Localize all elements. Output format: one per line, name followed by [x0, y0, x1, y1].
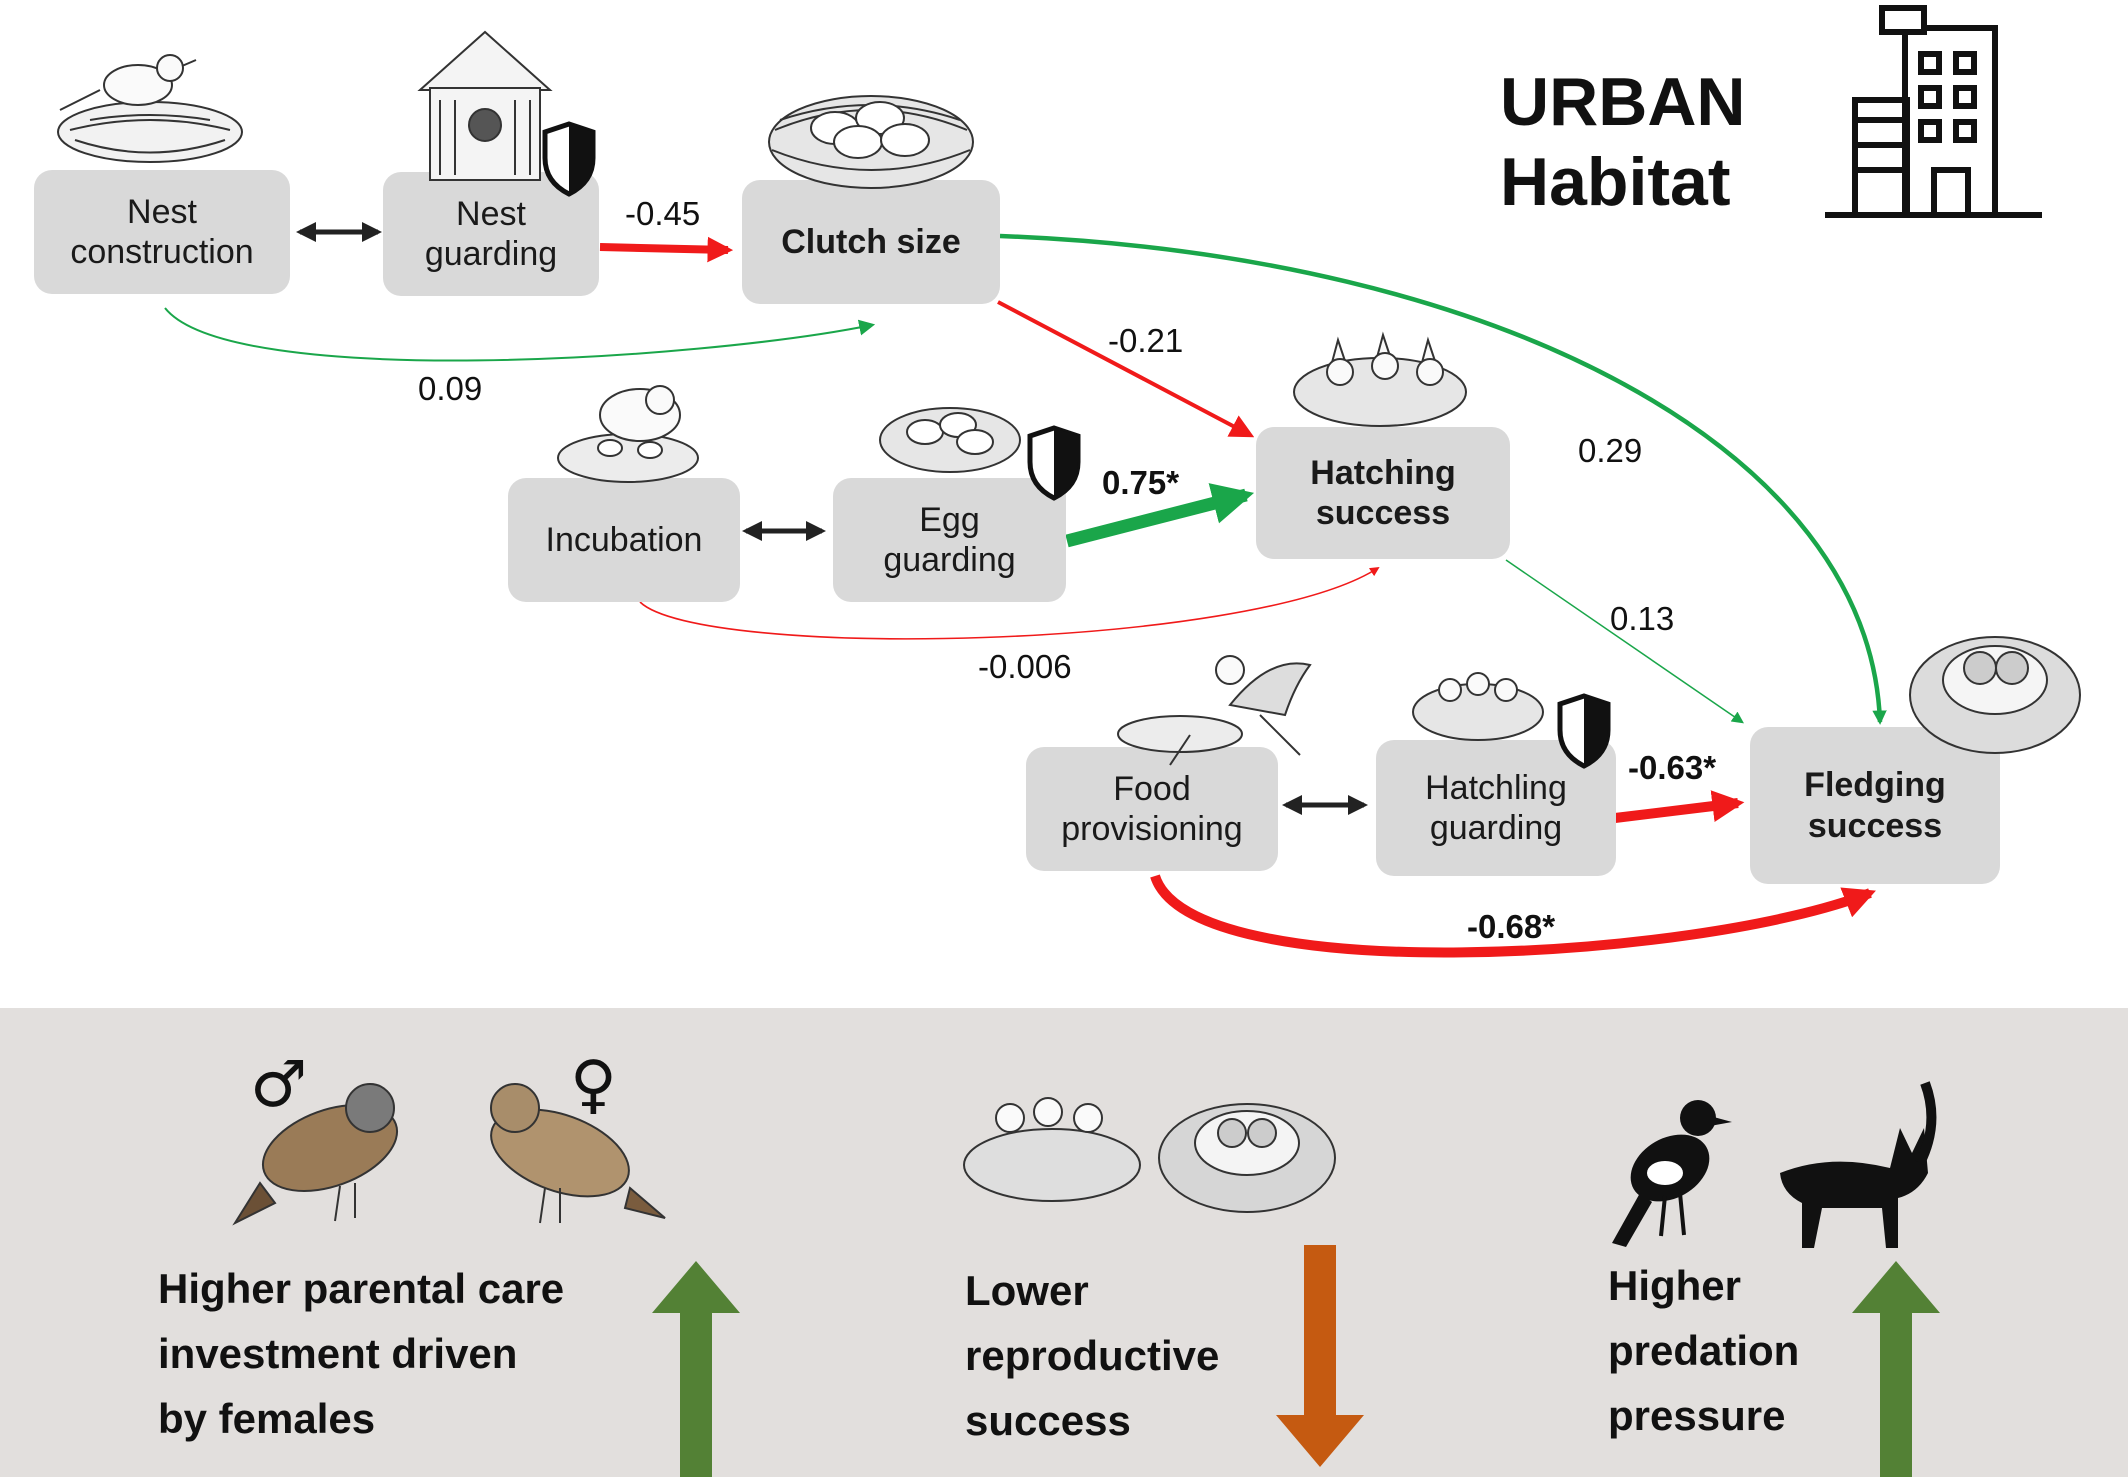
edge-nestguard-clutch — [599, 236, 734, 263]
edge-clutch-hatching — [997, 300, 1255, 438]
edge-hatching-fledging — [1505, 559, 1744, 724]
egg-nest-small-icon — [879, 407, 1021, 473]
cat-icon — [1780, 1081, 1937, 1248]
shield-icon-egg — [1027, 425, 1081, 501]
edge-label-nestconstr-clutch: 0.09 — [418, 370, 483, 407]
edges-layer — [164, 222, 1887, 958]
edge-label-eggguard-hatching: 0.75* — [1102, 464, 1180, 501]
parental-care-text: Higher parental care investment driven b… — [158, 1265, 565, 1443]
edge-eggguard-hatching — [1065, 483, 1255, 548]
edge-label-incubation-hatching: -0.006 — [978, 648, 1072, 685]
male-sparrow-icon — [232, 1083, 399, 1226]
edge-label-food-fledging: -0.68* — [1467, 908, 1556, 945]
edge-label-hatching-fledging: 0.13 — [1610, 600, 1675, 637]
egg-nest-icon — [768, 95, 974, 189]
shield-icon-hatchling — [1557, 693, 1611, 769]
edge-label-clutch-hatching: -0.21 — [1108, 322, 1184, 359]
fledglings-nest-icon — [1909, 636, 2081, 754]
node-incubation: Incubation — [508, 478, 740, 602]
reproductive-success-text: Lower reproductive success — [965, 1267, 1220, 1445]
hatchlings-nest-icon — [1293, 331, 1467, 427]
edge-label-hatchguard-fledging: -0.63* — [1628, 749, 1717, 786]
hatchlings-nest-small-icon — [1412, 672, 1544, 741]
edge-label-clutch-fledging: 0.29 — [1578, 432, 1643, 469]
edge-clutch-fledging — [999, 233, 1887, 725]
edge-nestconstr-clutch — [164, 307, 876, 362]
illustrations-layer — [57, 5, 2081, 769]
edge-food-fledging — [1150, 874, 1876, 958]
node-clutch-size: Clutch size — [742, 180, 1000, 304]
reproductive-nests-icon — [963, 1097, 1336, 1213]
edge-label-nestguard-clutch: -0.45 — [625, 195, 701, 232]
parental-up-arrow-icon — [652, 1261, 740, 1477]
female-symbol: ♀ — [570, 1048, 617, 1122]
shield-icon-nest — [542, 121, 596, 197]
building-icon — [1825, 5, 2042, 218]
magpie-icon — [1612, 1100, 1732, 1247]
birdhouse-icon — [417, 30, 553, 181]
reproductive-down-arrow-icon — [1276, 1245, 1364, 1467]
nest-building-bird-icon — [57, 54, 243, 163]
habitat-title: URBAN Habitat — [1500, 64, 1746, 221]
female-sparrow-icon — [490, 1083, 666, 1224]
edge-hatchguard-fledging — [1614, 790, 1745, 823]
incubating-bird-icon — [557, 385, 699, 483]
summary-panel: ♂ ♀ Higher parental care investment driv… — [0, 1008, 2128, 1477]
edge-incubation-hatching — [639, 566, 1380, 640]
male-symbol: ♂ — [250, 1048, 308, 1122]
summary-illustrations — [232, 1081, 1940, 1477]
feeding-bird-icon — [1117, 655, 1312, 766]
predation-up-arrow-icon — [1852, 1261, 1940, 1477]
predation-pressure-text: Higher predation pressure — [1608, 1262, 1800, 1440]
